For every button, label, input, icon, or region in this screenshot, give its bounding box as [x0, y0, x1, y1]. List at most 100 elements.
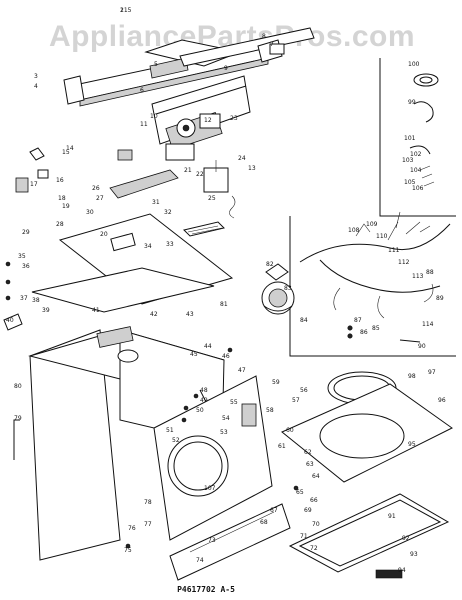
part-callout-37: 37	[20, 295, 28, 302]
part-callout-73: 73	[208, 537, 216, 544]
part-callout-39: 39	[42, 307, 50, 314]
part-callout-26: 26	[92, 185, 100, 192]
small-bracket	[29, 147, 45, 161]
cabinet-leader	[13, 419, 20, 460]
part-callout-76: 76	[128, 525, 136, 532]
part-callout-33: 33	[166, 241, 174, 248]
drum-bearing	[117, 349, 139, 363]
screw	[125, 543, 131, 549]
hardware-markers	[125, 347, 299, 549]
motor-assembly	[261, 263, 295, 315]
part-callout-8: 8	[262, 33, 266, 40]
screw	[193, 393, 199, 399]
part-callout-95: 95	[408, 441, 416, 448]
part-callout-105: 105	[404, 179, 416, 186]
part-callout-22: 22	[196, 171, 204, 178]
part-callout-46: 46	[222, 353, 230, 360]
wire-harness-main	[299, 223, 451, 263]
door-liner	[298, 499, 442, 567]
harness-connector	[347, 333, 353, 339]
part-callout-106: 106	[412, 185, 424, 192]
part-callout-64: 64	[312, 473, 320, 480]
part-callout-88: 88	[426, 269, 434, 276]
coil-core	[419, 76, 433, 84]
part-callout-82: 82	[266, 261, 274, 268]
part-callout-42: 42	[150, 311, 158, 318]
part-callout-45: 45	[190, 351, 198, 358]
part-callout-9: 9	[224, 65, 228, 72]
part-callout-113: 113	[412, 273, 424, 280]
part-callout-54: 54	[222, 415, 230, 422]
part-callout-44: 44	[204, 343, 212, 350]
toe-panel-edge	[189, 511, 275, 553]
part-callout-3: 3	[34, 73, 38, 80]
part-callout-34: 34	[144, 243, 152, 250]
hose-loop	[413, 101, 434, 123]
part-callout-7: 7	[270, 41, 274, 48]
part-callout-71: 71	[300, 533, 308, 540]
part-callout-89: 89	[436, 295, 444, 302]
hook-clips	[419, 165, 435, 187]
part-callout-61: 61	[278, 443, 286, 450]
part-callout-24: 24	[238, 155, 246, 162]
part-callout-62: 62	[304, 449, 312, 456]
part-callout-52: 52	[172, 437, 180, 444]
control-panel-group	[63, 27, 315, 219]
part-callout-109: 109	[366, 221, 378, 228]
console-rail	[179, 27, 315, 67]
part-callout-104: 104	[410, 167, 422, 174]
diagram-code: P4617702 A-5	[177, 585, 235, 594]
part-callout-51: 51	[166, 427, 174, 434]
wire-harness-branch	[319, 259, 441, 293]
door-window	[319, 413, 405, 459]
part-callout-14: 14	[66, 145, 74, 152]
panel-trim-strip	[79, 57, 269, 107]
part-callout-85: 85	[372, 325, 380, 332]
part-callout-32: 32	[164, 209, 172, 216]
part-callout-25: 25	[208, 195, 216, 202]
harness-inset	[289, 58, 456, 357]
part-callout-16: 16	[56, 177, 64, 184]
part-callout-59: 59	[272, 379, 280, 386]
part-callout-66: 66	[310, 497, 318, 504]
small-clip	[37, 169, 49, 179]
part-callout-35: 35	[18, 253, 26, 260]
spring-clip	[409, 145, 431, 155]
part-callout-114: 114	[422, 321, 434, 328]
part-callout-97: 97	[428, 369, 436, 376]
motor-base	[263, 305, 293, 312]
part-callout-107: 107	[204, 485, 216, 492]
small-switch	[15, 177, 29, 193]
toe-panel	[169, 503, 291, 581]
rail-screw	[269, 43, 285, 55]
door-group	[281, 371, 453, 579]
part-callout-86: 86	[360, 329, 368, 336]
part-callout-100: 100	[408, 61, 420, 68]
part-callout-102: 102	[410, 151, 422, 158]
screw	[181, 417, 187, 423]
part-callout-67: 67	[270, 507, 278, 514]
screw	[5, 261, 11, 267]
part-callout-81: 81	[220, 301, 228, 308]
part-callout-55: 55	[230, 399, 238, 406]
screw	[5, 279, 11, 285]
bracket-edge	[155, 85, 247, 115]
part-callout-103: 103	[402, 157, 414, 164]
part-callout-99: 99	[408, 99, 416, 106]
top-cover-group	[31, 169, 234, 313]
harness-tails	[333, 283, 434, 319]
part-callout-77: 77	[144, 521, 152, 528]
part-callout-90: 90	[418, 343, 426, 350]
end-cap-left	[63, 75, 85, 105]
part-callout-65: 65	[296, 489, 304, 496]
part-callout-20: 20	[100, 231, 108, 238]
door-latch	[241, 403, 257, 427]
part-callout-91: 91	[388, 513, 396, 520]
part-callout-68: 68	[260, 519, 268, 526]
harness-leads	[355, 211, 431, 241]
part-callout-19: 19	[62, 203, 70, 210]
part-callout-98: 98	[408, 373, 416, 380]
part-callout-83: 83	[284, 285, 292, 292]
part-callout-92: 92	[402, 535, 410, 542]
part-callout-84: 84	[300, 317, 308, 324]
